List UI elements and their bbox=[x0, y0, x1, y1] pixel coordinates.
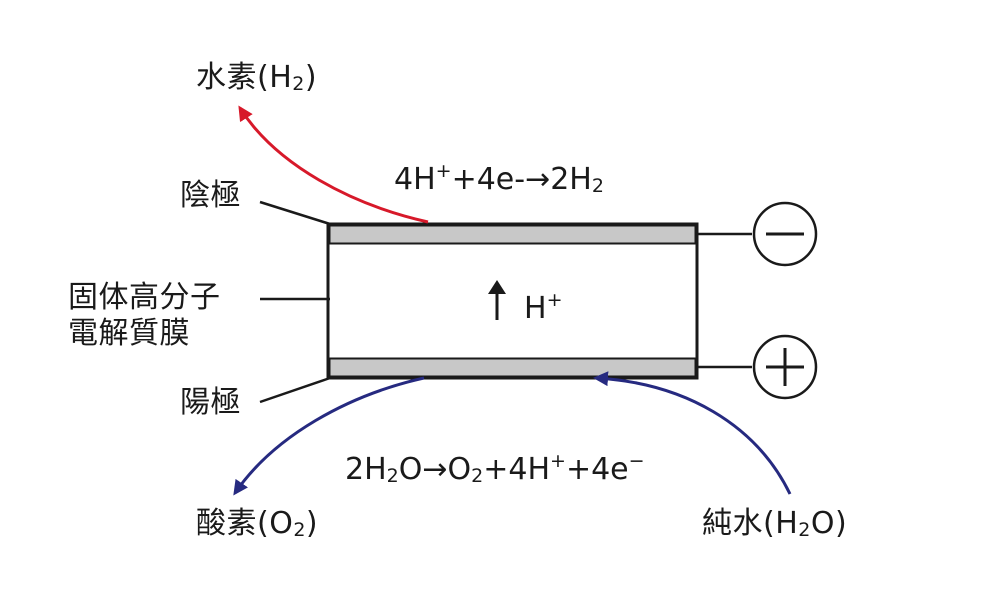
cathode-leader-line bbox=[259, 200, 331, 226]
anode-eq-part-4: +4e bbox=[565, 452, 629, 487]
anode-eq-part-1: 2H bbox=[345, 452, 387, 487]
water-label-close: O) bbox=[810, 506, 848, 541]
proton-text: H bbox=[524, 291, 547, 326]
membrane-label-line2: 電解質膜 bbox=[68, 316, 190, 351]
cathode-eq-sub-1: 2 bbox=[591, 175, 604, 197]
oxygen-label-subscript: 2 bbox=[293, 519, 306, 541]
membrane-label-line1: 固体高分子 bbox=[68, 280, 221, 315]
anode-eq-sup-1: + bbox=[550, 450, 566, 472]
anode-eq-sup-2: − bbox=[628, 450, 645, 472]
hydrogen-label-text: 水素(H bbox=[196, 60, 293, 95]
anode-reaction-equation: 2H2O→O2+4H++4e− bbox=[345, 443, 645, 494]
cathode-label: 陰極 bbox=[180, 178, 241, 214]
hydrogen-label: 水素(H2) bbox=[196, 60, 317, 102]
membrane-cell bbox=[326, 222, 699, 380]
proton-label: H+ bbox=[524, 282, 562, 327]
water-label-text: 純水(H bbox=[702, 506, 799, 541]
anode-eq-part-3: +4H bbox=[483, 452, 551, 487]
oxygen-label-close: ) bbox=[305, 506, 319, 541]
oxygen-label: 酸素(O2) bbox=[196, 506, 318, 548]
anode-eq-sub-2: 2 bbox=[471, 465, 484, 487]
water-label: 純水(H2O) bbox=[702, 506, 847, 548]
proton-sup: + bbox=[546, 289, 563, 311]
hydrogen-label-subscript: 2 bbox=[292, 73, 305, 95]
hydrogen-flow-arrow bbox=[238, 105, 429, 224]
anode-eq-part-2: O→O bbox=[398, 452, 472, 487]
anode-label-text: 陽極 bbox=[180, 385, 241, 420]
anode-leader-line bbox=[259, 376, 331, 404]
water-flow-arrow bbox=[593, 371, 792, 495]
anode-electrode bbox=[328, 357, 697, 378]
cathode-eq-part-1: 4H bbox=[394, 162, 436, 197]
oxygen-flow-arrow bbox=[233, 376, 425, 496]
cathode-reaction-equation: 4H++4e-→2H2 bbox=[394, 153, 604, 204]
proton-arrow-head-icon bbox=[488, 280, 506, 294]
cathode-eq-sup-1: + bbox=[435, 160, 452, 182]
water-label-subscript: 2 bbox=[798, 519, 811, 541]
membrane-label: 固体高分子 電解質膜 bbox=[68, 280, 221, 352]
anode-label: 陽極 bbox=[180, 385, 241, 421]
cathode-label-text: 陰極 bbox=[180, 178, 241, 213]
oxygen-label-text: 酸素(O bbox=[196, 506, 294, 541]
cathode-eq-part-2: +4e-→2H bbox=[451, 162, 592, 197]
cathode-electrode bbox=[328, 224, 697, 245]
hydrogen-label-close: ) bbox=[304, 60, 318, 95]
anode-eq-sub-1: 2 bbox=[386, 465, 399, 487]
